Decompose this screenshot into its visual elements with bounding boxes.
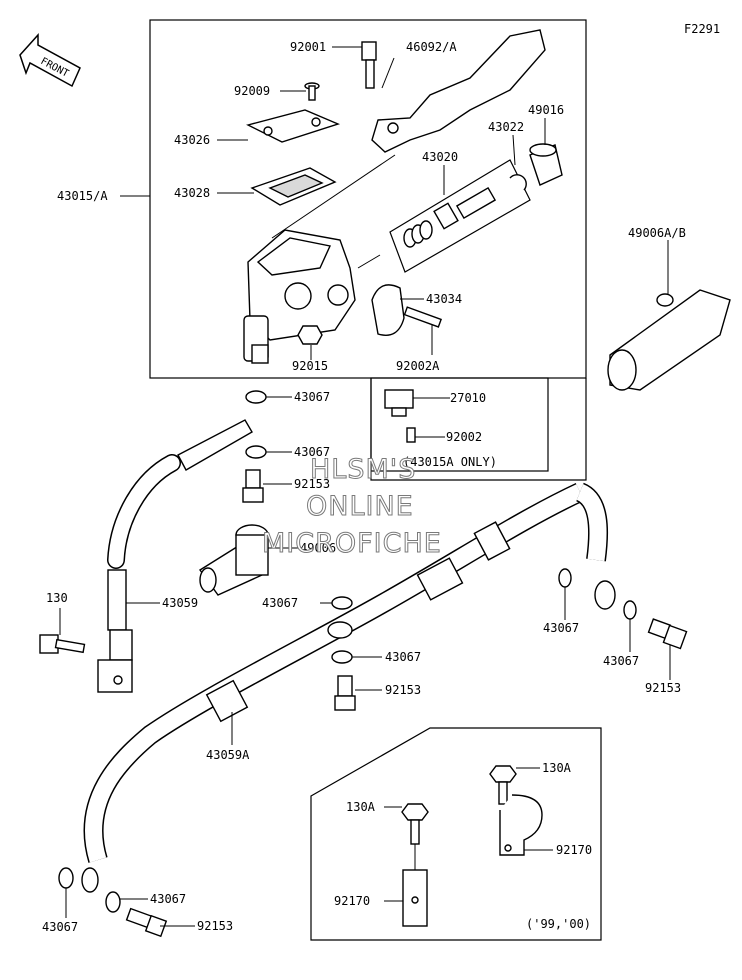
label-46092A: 46092/A	[406, 40, 457, 54]
label-92001: 92001	[290, 40, 326, 54]
brake-hose-icon	[97, 419, 253, 693]
label-43015A: 43015/A	[57, 189, 108, 203]
svg-text:ONLINE: ONLINE	[306, 491, 414, 522]
label-92170-b: 92170	[334, 894, 370, 908]
label-92153-c: 92153	[645, 681, 681, 695]
label-130A-b: 130A	[346, 800, 376, 814]
washer-icon	[331, 650, 353, 664]
washer-icon	[105, 891, 121, 913]
brake-switch-icon	[384, 389, 414, 417]
piston-kit-icon	[389, 159, 531, 273]
screw-icon	[304, 82, 320, 101]
banjo-bolt-icon	[125, 907, 168, 938]
clamp-inset-parts	[401, 765, 543, 927]
banjo-bolt-icon	[647, 618, 688, 650]
brake-lever-icon	[371, 29, 546, 153]
label-92009: 92009	[234, 84, 270, 98]
label-43067-e: 43067	[543, 621, 579, 635]
snap-ring-icon	[509, 174, 527, 191]
label-43034: 43034	[426, 292, 462, 306]
brake-hose-icon-43059A	[81, 482, 616, 893]
grip-cover-icon	[607, 289, 731, 391]
label-43067-c: 43067	[262, 596, 298, 610]
label-27010: 27010	[450, 391, 486, 405]
label-92170-a: 92170	[556, 843, 592, 857]
banjo-bolt-icon	[334, 675, 356, 711]
bolt-icon	[361, 41, 377, 89]
label-43059: 43059	[162, 596, 198, 610]
nut-icon	[297, 325, 323, 345]
master-cylinder-icon	[243, 229, 356, 364]
label-43067-d: 43067	[385, 650, 421, 664]
leader-lines	[59, 46, 671, 927]
switch-frame	[370, 377, 549, 472]
label-49006AB: 49006A/B	[628, 226, 686, 240]
label-92002A: 92002A	[396, 359, 440, 373]
label-92153-a: 92153	[294, 477, 330, 491]
clamp-inset-frame	[310, 727, 602, 941]
diagram-code: F2291	[684, 22, 720, 36]
label-43022: 43022	[488, 120, 524, 134]
label-92153-d: 92153	[197, 919, 233, 933]
label-43067-g: 43067	[42, 920, 78, 934]
svg-text:HLSM'S: HLSM'S	[310, 454, 416, 485]
label-49006: 49006	[300, 541, 336, 555]
master-cylinder-frame	[149, 19, 587, 379]
svg-text:MICROFICHE: MICROFICHE	[262, 528, 442, 559]
year-note: ('99,'00)	[526, 917, 591, 931]
front-arrow-icon: FRONT	[19, 33, 81, 88]
cap-icon	[198, 524, 269, 596]
label-43028: 43028	[174, 186, 210, 200]
label-43067-a: 43067	[294, 390, 330, 404]
label-92002: 92002	[446, 430, 482, 444]
label-43020: 43020	[422, 150, 458, 164]
washer-icon	[623, 600, 637, 620]
washer-icon	[245, 445, 267, 459]
washer-icon	[331, 596, 353, 610]
label-92015: 92015	[292, 359, 328, 373]
label-43067-b: 43067	[294, 445, 330, 459]
reservoir-cap-icon	[246, 109, 341, 143]
washer-icon	[245, 390, 267, 404]
label-43026: 43026	[174, 133, 210, 147]
label-130A-a: 130A	[542, 761, 572, 775]
label-43067-h: 43067	[150, 892, 186, 906]
label-130: 130	[46, 591, 68, 605]
washer-icon	[558, 568, 572, 588]
clamp-icon	[371, 284, 405, 336]
label-92153-b: 92153	[385, 683, 421, 697]
banjo-bolt-icon	[242, 469, 264, 503]
label-43015A-only: (43015A ONLY)	[403, 455, 497, 469]
label-49016: 49016	[528, 103, 564, 117]
watermark: HLSM'S ONLINE MICROFICHE	[262, 454, 442, 560]
screw-icon-92002	[406, 427, 416, 443]
bolt-icon-92002A	[403, 306, 442, 328]
label-43067-f: 43067	[603, 654, 639, 668]
label-43059A: 43059A	[206, 748, 250, 762]
washer-icon	[58, 867, 74, 889]
bolt-icon-130	[39, 634, 86, 654]
